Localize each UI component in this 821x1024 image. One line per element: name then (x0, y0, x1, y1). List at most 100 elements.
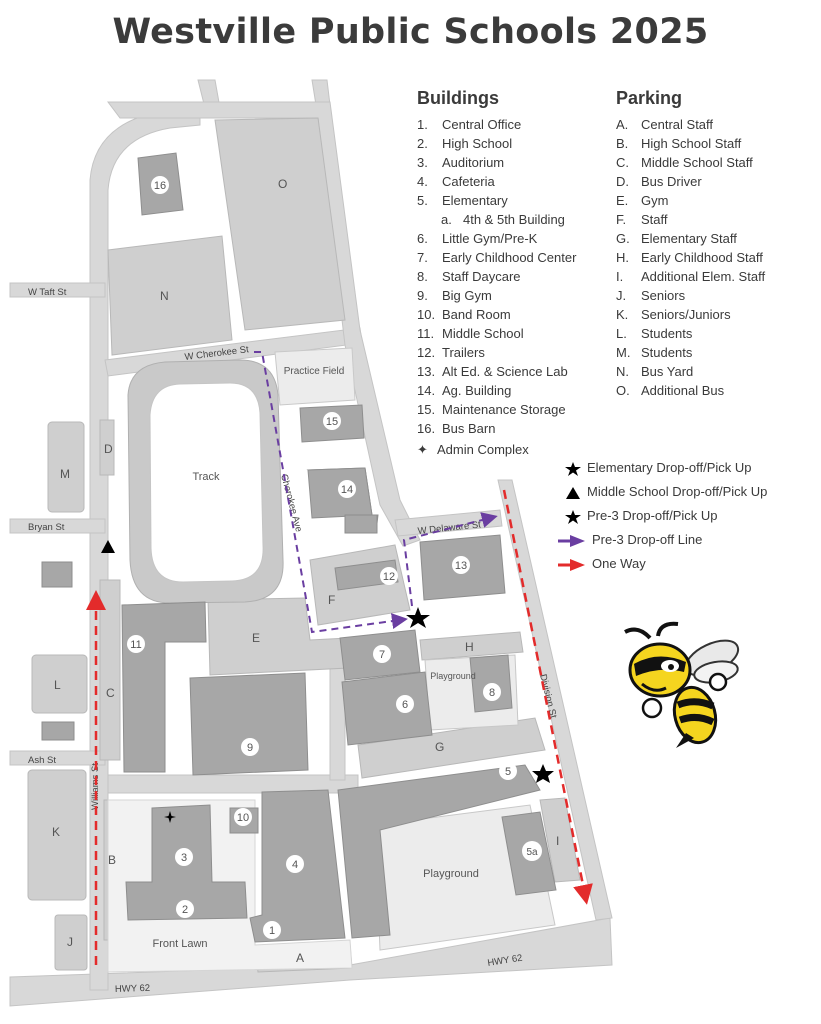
legend-item-label: Additional Bus (641, 383, 725, 398)
svg-text:12: 12 (383, 571, 395, 583)
svg-text:7: 7 (379, 649, 385, 661)
building-misc-2 (41, 721, 75, 741)
legend-item-number: H. (616, 250, 629, 265)
legend-item: 12.Trailers (417, 343, 576, 362)
marker-6: 6 (396, 695, 414, 713)
key-label: Middle School Drop-off/Pick Up (587, 484, 768, 499)
building-6 (341, 671, 433, 746)
letter-j: J (67, 935, 73, 949)
letter-h: H (465, 640, 474, 654)
letter-i: I (556, 834, 559, 848)
ash-st-label: Ash St (28, 755, 56, 766)
elementary-dropoff-star-icon (532, 764, 554, 783)
letter-b: B (108, 853, 116, 867)
lot-o (214, 117, 346, 331)
legend-item-number: 15. (417, 402, 436, 417)
legend-item-number: 11. (417, 326, 435, 341)
ash-st-road (9, 750, 106, 766)
bryan-st-road (9, 518, 106, 534)
legend-item-label: Band Room (442, 307, 511, 322)
letter-a: A (296, 951, 304, 965)
key-row-pre3-dropoff: Pre-3 Drop-off/Pick Up (565, 506, 718, 526)
legend-item-number: 16. (417, 421, 436, 436)
legend-item-number: 4. (417, 174, 428, 189)
legend-item-number: F. (616, 212, 627, 227)
legend-item-label: Central Office (442, 117, 522, 132)
legend-item: 8. Staff Daycare (417, 267, 576, 286)
lot-i (539, 797, 581, 883)
hwy-62-label-bottom: HWY 62 (115, 983, 151, 995)
letter-c: C (106, 686, 115, 700)
legend-item: C.Middle School Staff (616, 153, 765, 172)
legend-item-label: Staff Daycare (442, 269, 521, 284)
w-taft-st-road (9, 282, 106, 298)
legend-item-label: Ag. Building (442, 383, 512, 398)
legend-item-number: N. (616, 364, 629, 379)
w-delaware-st-road (394, 509, 503, 537)
lot-d (99, 419, 115, 476)
admin-complex-row: ✦Admin Complex (417, 442, 576, 458)
svg-text:14: 14 (341, 484, 353, 496)
letter-m: M (60, 467, 70, 481)
track-label: Track (192, 471, 220, 483)
lot-n (107, 235, 233, 356)
legend-item: F. Staff (616, 210, 765, 229)
legend-item-label: Little Gym/Pre-K (442, 231, 538, 246)
williams-st-road (89, 107, 201, 991)
letter-f: F (328, 593, 335, 607)
large-playground-label: Playground (423, 868, 479, 880)
legend-item-number: B. (616, 136, 629, 151)
svg-text:4: 4 (292, 859, 298, 871)
small-playground-label: Playground (430, 671, 476, 681)
lot-h (419, 631, 524, 661)
legend-item-number: 8. (417, 269, 428, 284)
legend-item-number: 10. (417, 307, 436, 322)
legend-item-number: 2. (417, 136, 428, 151)
legend-item: K.Seniors/Juniors (616, 305, 765, 324)
legend-item-number: O. (616, 383, 630, 398)
letter-k: K (52, 825, 60, 839)
marker-1: 1 (263, 921, 281, 939)
one-way-route-right (502, 489, 593, 905)
letter-g: G (435, 740, 444, 754)
legend-item-number: G. (616, 231, 630, 246)
legend-item-label: Gym (641, 193, 669, 208)
key-label: Pre-3 Drop-off Line (592, 532, 703, 547)
lower-road-1 (107, 774, 359, 794)
legend-item: 9.Big Gym (417, 286, 576, 305)
key-label: Elementary Drop-off/Pick Up (587, 460, 752, 475)
legend-item: 15.Maintenance Storage (417, 400, 576, 419)
legend-item: L.Students (616, 324, 765, 343)
legend-item-number: a. (441, 212, 452, 227)
lower-road-2 (329, 659, 346, 781)
marker-5a: 5a (522, 841, 542, 861)
legend-item-label: Big Gym (442, 288, 492, 303)
legend-item-label: Bus Barn (442, 421, 496, 436)
legend-item-label: Cafeteria (442, 174, 495, 189)
svg-text:15: 15 (326, 416, 338, 428)
legend-item: B.High School Staff (616, 134, 765, 153)
inner-ring-road (107, 101, 421, 547)
letter-d: D (104, 442, 113, 456)
legend-item-label: Bus Driver (641, 174, 702, 189)
legend-item: 3.Auditorium (417, 153, 576, 172)
red-arrow-icon (558, 558, 585, 571)
lot-m (47, 421, 85, 513)
legend-item-number: 6. (417, 231, 428, 246)
svg-text:6: 6 (402, 699, 408, 711)
legend-item: I.Additional Elem. Staff (616, 267, 765, 286)
legend-item-number: D. (616, 174, 629, 189)
division-st-road (497, 479, 613, 921)
svg-text:13: 13 (455, 560, 467, 572)
legend-item: a.4th & 5th Building (417, 210, 576, 229)
dropoff-markers (101, 540, 554, 823)
buildings-heading: Buildings (417, 88, 499, 108)
legend-item-label: Staff (641, 212, 668, 227)
letter-o: O (278, 177, 287, 191)
svg-text:16: 16 (154, 180, 166, 192)
lot-c (99, 579, 121, 761)
svg-text:2: 2 (182, 904, 188, 916)
legend-item-number: 14. (417, 383, 436, 398)
